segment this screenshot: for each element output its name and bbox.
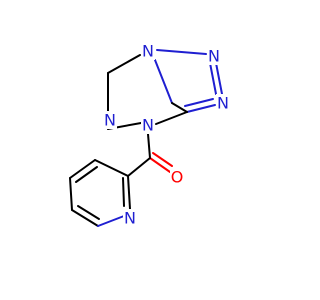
bond-c-carbonyl-py-c2 [127,157,151,177]
bond-n-right2-c-fused-double [184,98,214,107]
atom-n-ring: N [141,116,155,135]
bond-n-right1-n-right2-a [215,62,223,95]
svg-text:N: N [208,47,220,66]
bond-n-top-n-right1 [156,49,207,55]
svg-text:N: N [217,94,229,113]
svg-text:N: N [142,116,154,135]
bond-n-right2-c-fused [186,104,216,113]
svg-text:N: N [104,111,116,130]
bond-c-o-a [149,157,171,173]
molecule-structure: N N N N N O N [69,42,230,228]
svg-text:N: N [124,209,136,228]
bond-ch2-top-n-top [107,54,141,74]
atom-n-pyridine: N [123,209,137,228]
bond-py-c2-n-inner [122,177,125,207]
svg-text:O: O [171,168,184,187]
bond-c-fused-n-ring [155,111,188,125]
bond-py-c5-c6 [71,209,99,227]
bond-c-o-b [152,152,173,167]
bond-py-c2-n [127,175,131,210]
bond-py-c4-c5 [69,177,73,211]
bond-py-c3-c4-inner [75,166,98,183]
bond-n-top-c-fused-a [154,59,173,104]
bond-py-c2-c3 [94,159,129,177]
atom-n-top: N [141,42,155,61]
bond-n-ring-c-carbonyl [147,133,151,159]
bond-py-c3-c4 [69,159,96,179]
bond-py-c6-n [97,215,125,227]
atom-o: O [170,168,184,187]
molecule-canvas: N N N N N O N [69,41,230,228]
atom-n-right2: N [216,94,230,113]
atom-n-left: N [103,111,117,130]
atom-n-right1: N [207,47,221,66]
bond-n-right1-n-right2-b [209,62,217,95]
bond-py-c5-c6-inner [77,205,100,220]
svg-text:N: N [142,42,154,61]
bond-c-fused-link [171,102,188,113]
